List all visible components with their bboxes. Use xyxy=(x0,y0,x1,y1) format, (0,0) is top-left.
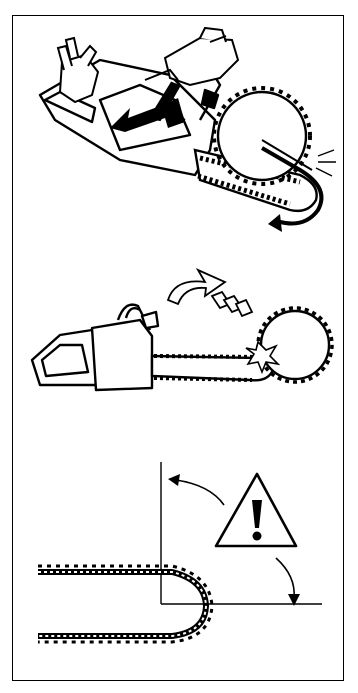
panel-chain-angle-warning xyxy=(38,462,322,642)
chainsaw-icon xyxy=(32,305,158,390)
motion-trail-icon xyxy=(168,270,252,316)
warning-triangle-icon xyxy=(216,474,296,546)
panel-kickback-hand-position xyxy=(40,28,336,232)
impact-spark-icon xyxy=(316,150,336,176)
panel-kickback-zone-contact xyxy=(32,270,332,390)
